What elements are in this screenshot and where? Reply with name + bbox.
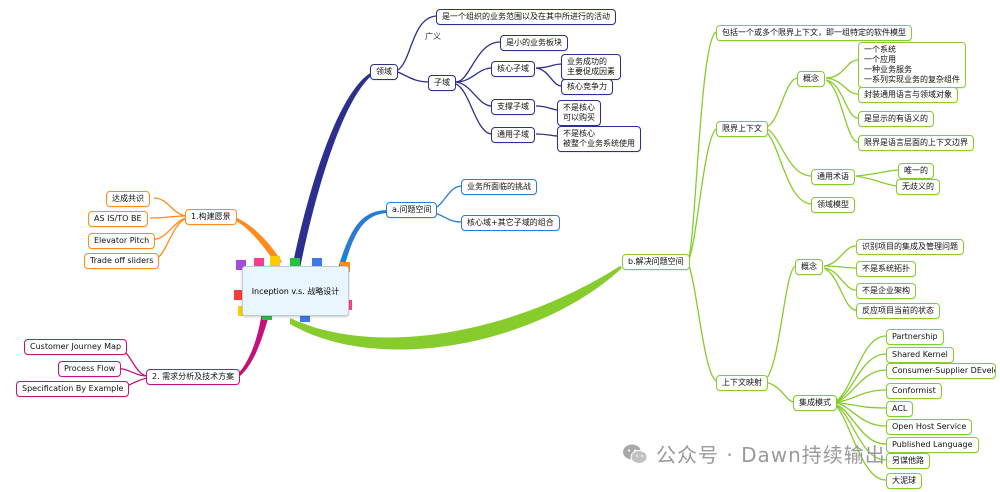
note-broad-sense: 广义 [425,32,441,41]
node-bc-term-item[interactable]: 唯一的 [898,163,934,179]
node-core-competitiveness[interactable]: 核心竞争力 [561,79,613,95]
node-core-success[interactable]: 业务成功的 主要促成因素 [561,54,621,80]
node-analysis-item[interactable]: Customer Journey Map [24,339,128,355]
puzzle-piece-icon [236,260,246,270]
branch-domain [292,72,376,268]
node-vision[interactable]: 1.构建愿景 [185,209,237,225]
node-cm-concept-item[interactable]: 识别项目的集成及管理问题 [856,239,964,255]
node-bc-concept-item[interactable]: 限界是语言层面的上下文边界 [858,135,974,151]
node-bc-concept-item[interactable]: 封装通用语言与领域对象 [858,87,958,103]
node-pattern[interactable]: Shared Kernel [886,347,954,363]
node-generic-subdomain[interactable]: 通用子域 [491,127,535,143]
node-bc-concept-item[interactable]: 一个系统 一个应用 一种业务服务 一系列实现业务的复杂组件 [858,42,966,88]
node-problem-combination[interactable]: 核心域+其它子域的组合 [461,215,560,231]
puzzle-piece-icon [234,290,244,300]
puzzle-piece-icon [270,256,280,266]
node-pattern[interactable]: Partnership [886,329,944,345]
node-context-map[interactable]: 上下文映射 [716,375,768,391]
node-bc-domain-model[interactable]: 领域模型 [811,197,855,213]
node-domain[interactable]: 领域 [370,64,398,80]
node-vision-item[interactable]: 达成共识 [106,191,150,207]
node-generic-note[interactable]: 不是核心 被整个业务系统使用 [557,126,641,152]
node-pattern[interactable]: Consumer-Supplier DEvelo [886,363,996,379]
node-domain-definition[interactable]: 是一个组织的业务范围以及在其中所进行的活动 [436,9,616,25]
node-bc-concept[interactable]: 概念 [797,71,825,87]
watermark-text: 公众号 · Dawn持续输出 [656,443,886,467]
puzzle-piece-icon [254,258,264,268]
node-supporting-note[interactable]: 不是核心 可以购买 [557,100,601,126]
node-problem-challenge[interactable]: 业务所面临的挑战 [461,179,537,195]
node-cm-concept-item[interactable]: 不是系统拓扑 [856,261,916,277]
central-topic-label: Inception v.s. 战略设计 [251,286,340,296]
branch-analysis [236,312,270,376]
node-solution-model[interactable]: 包括一个或多个限界上下文，即一组特定的软件模型 [716,25,912,41]
node-analysis[interactable]: 2. 需求分析及技术方案 [146,369,241,385]
node-cm-integration[interactable]: 集成模式 [793,395,837,411]
node-analysis-item[interactable]: Specification By Example [16,381,130,397]
node-cm-concept-item[interactable]: 不是企业架构 [856,283,916,299]
puzzle-piece-icon [312,258,322,268]
central-topic[interactable]: Inception v.s. 战略设计 [242,266,349,316]
node-subdomain[interactable]: 子域 [428,75,456,91]
node-bc-concept-item[interactable]: 是显示的有语义的 [858,111,934,127]
node-vision-item[interactable]: Trade off sliders [84,253,160,269]
node-cm-concept-item[interactable]: 反应项目当前的状态 [856,303,940,319]
node-pattern[interactable]: Open Host Service [886,419,973,435]
node-core-subdomain[interactable]: 核心子域 [491,61,535,77]
puzzle-piece-icon [300,312,310,322]
node-pattern[interactable]: Conformist [886,383,942,399]
node-subdomain-definition[interactable]: 是小的业务板块 [500,35,568,51]
branch-problem-space [338,210,388,268]
node-supporting-subdomain[interactable]: 支撑子域 [491,99,535,115]
branch-solution-space [290,266,622,350]
node-bc-terms[interactable]: 通用术语 [811,169,855,185]
node-vision-item[interactable]: AS IS/TO BE [88,211,148,227]
node-pattern[interactable]: Published Language [886,437,979,453]
node-pattern[interactable]: ACL [886,401,914,417]
node-problem-space[interactable]: a.问题空间 [386,202,438,218]
node-pattern[interactable]: 另谋他路 [886,453,930,469]
node-analysis-item[interactable]: Process Flow [58,361,122,377]
wechat-icon [622,443,648,465]
node-bc-term-item[interactable]: 无歧义的 [896,179,940,195]
puzzle-piece-icon [290,258,300,268]
node-vision-item[interactable]: Elevator Pitch [88,233,156,249]
node-cm-concept[interactable]: 概念 [795,259,823,275]
node-bounded-context[interactable]: 限界上下文 [716,121,768,137]
watermark: 公众号 · Dawn持续输出 [622,439,886,468]
branch-vision [232,216,282,264]
node-pattern[interactable]: 大泥球 [886,473,922,489]
node-solution-space[interactable]: b.解决问题空间 [622,254,690,270]
